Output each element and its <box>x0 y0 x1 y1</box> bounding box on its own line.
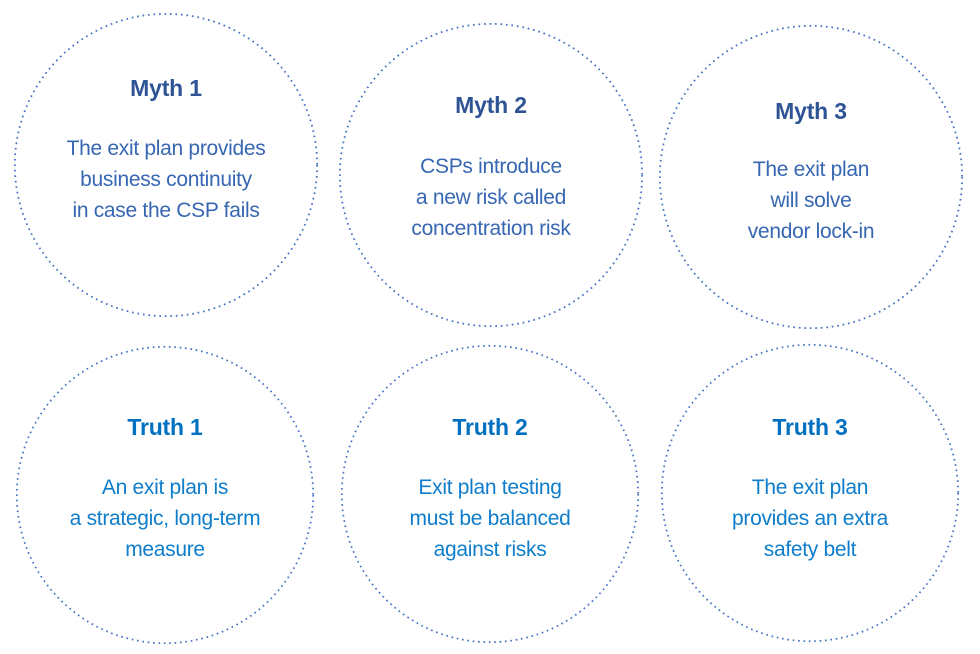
circle-title: Myth 1 <box>130 75 202 101</box>
circle-title: Myth 2 <box>455 92 527 118</box>
circle-body: The exit plan provides an extra safety b… <box>732 476 888 561</box>
dotted-ring-icon <box>338 22 644 328</box>
circle-truth-2: Truth 2 Exit plan testing must be balanc… <box>340 344 640 644</box>
circle-title: Truth 3 <box>772 414 848 440</box>
circle-title: Truth 1 <box>127 414 203 440</box>
circle-body: The exit plan provides business continui… <box>66 137 266 222</box>
dotted-ring-icon <box>13 12 319 318</box>
dotted-ring-icon <box>660 343 960 643</box>
circle-truth-3: Truth 3 The exit plan provides an extra … <box>660 343 960 643</box>
circle-myth-3: Myth 3 The exit plan will solve vendor l… <box>658 24 964 330</box>
dotted-ring-icon <box>340 344 640 644</box>
circle-body: CSPs introduce a new risk called concent… <box>411 155 571 240</box>
circle-body: An exit plan is a strategic, long-term m… <box>69 476 261 561</box>
dotted-ring-icon <box>15 345 315 645</box>
circle-body: Exit plan testing must be balanced again… <box>409 476 571 561</box>
circle-myth-2: Myth 2 CSPs introduce a new risk called … <box>338 22 644 328</box>
circle-myth-1: Myth 1 The exit plan provides business c… <box>13 12 319 318</box>
dotted-ring-icon <box>658 24 964 330</box>
circle-title: Truth 2 <box>452 414 528 440</box>
circle-title: Myth 3 <box>775 98 847 124</box>
circle-truth-1: Truth 1 An exit plan is a strategic, lon… <box>15 345 315 645</box>
circle-body: The exit plan will solve vendor lock-in <box>747 158 875 243</box>
